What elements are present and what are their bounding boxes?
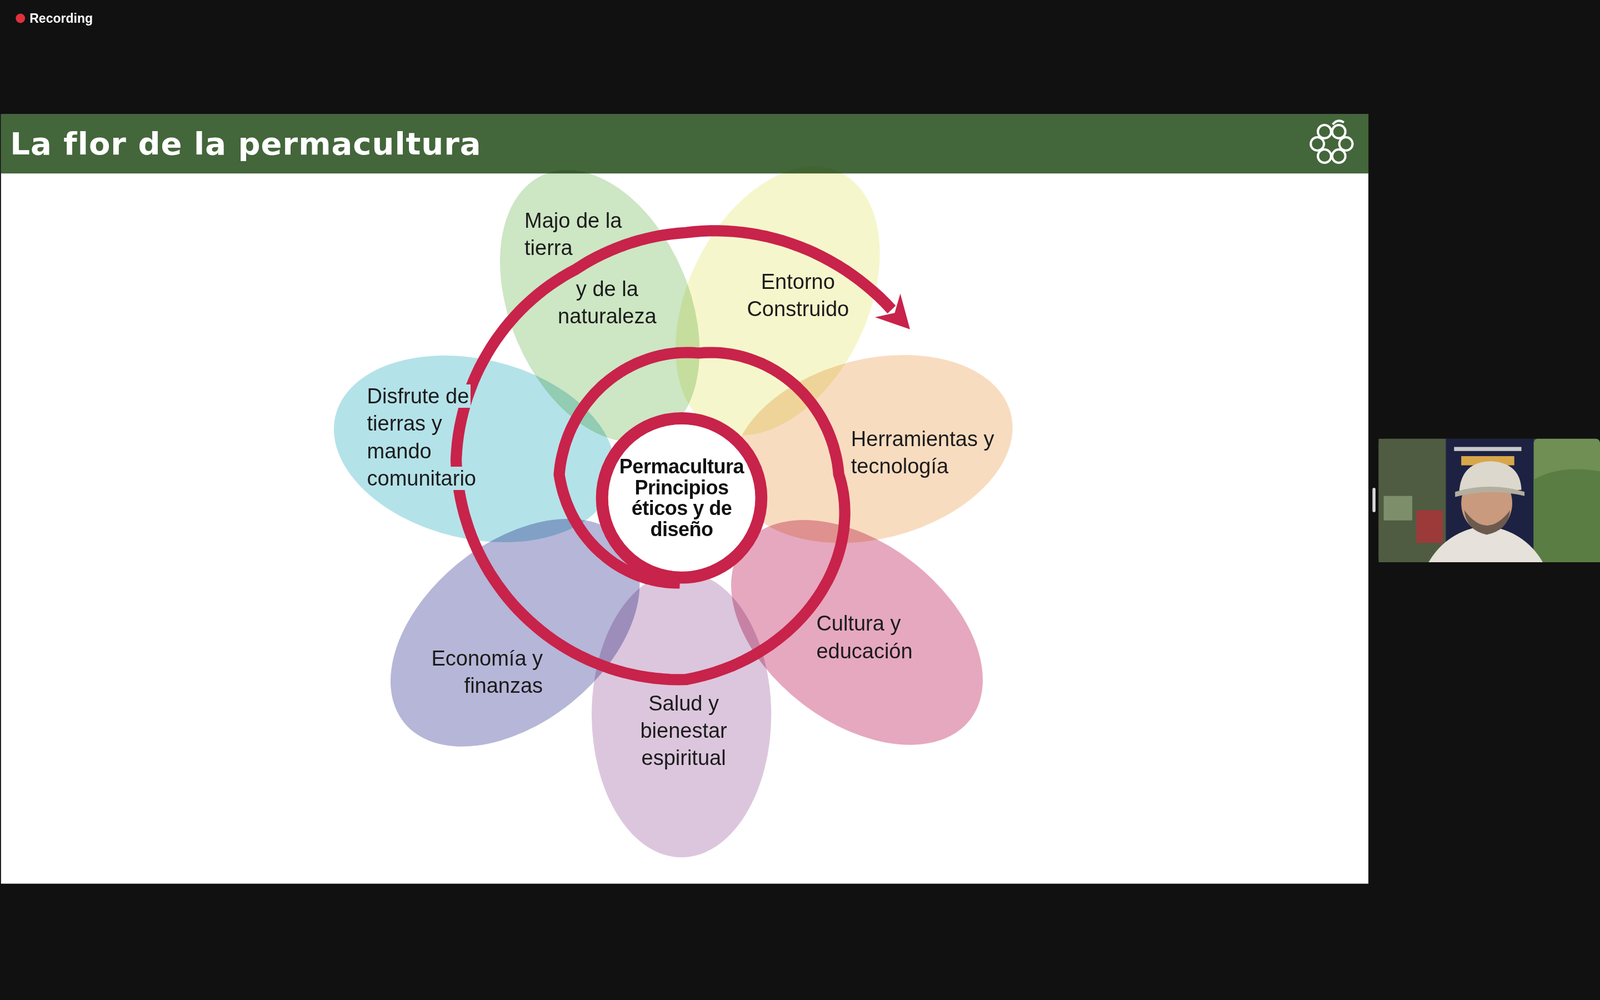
- petal-node: Salud y bienestar espiritual: [591, 571, 772, 858]
- petal-shape: [688, 474, 1025, 792]
- video-shape: [1383, 496, 1413, 521]
- petal-text-slot: Entorno Construido: [736, 268, 859, 324]
- petal-label: Cultura y educación: [816, 611, 913, 663]
- petal-shape: [634, 133, 922, 469]
- petal-text-slot: y de la naturaleza: [548, 275, 666, 331]
- video-ground: [1378, 438, 1600, 563]
- person-beard: [1464, 510, 1511, 535]
- petal-shape: [711, 326, 1034, 572]
- petal-label: Entorno Construido: [746, 270, 849, 321]
- slide-title: La flor de la permacultura: [10, 125, 482, 162]
- person-face: [1461, 473, 1513, 533]
- petal-node: Cultura y educación: [731, 520, 983, 745]
- poster-line: [1453, 446, 1522, 451]
- petal-text-slot: Cultura y educación: [816, 610, 939, 665]
- logo-tail: [1332, 120, 1344, 125]
- poster-line: [1461, 456, 1515, 466]
- petal-label: Herramientas y tecnología: [851, 427, 995, 478]
- petal-node: Herramientas y tecnología: [732, 355, 1013, 543]
- knot-logo: [1310, 120, 1353, 163]
- title-bar: [1, 114, 1369, 174]
- petal-shape: [347, 472, 683, 793]
- petal-shape: [591, 571, 772, 858]
- logo-loop: [1310, 137, 1324, 151]
- petal-node: Economía y finanzas: [390, 518, 640, 747]
- center-circle: Permacultura Principios éticos y de dise…: [608, 424, 755, 572]
- petal-outline: [390, 518, 640, 747]
- petal-shape: [315, 328, 635, 570]
- logo-loop: [1317, 149, 1332, 163]
- circle-fill: [608, 424, 755, 572]
- logo-loop: [1317, 125, 1332, 139]
- label-slot: Recording: [29, 8, 93, 29]
- petal-text-slot: Herramientas y tecnología: [851, 425, 1007, 481]
- slide-ground: [1, 114, 1369, 884]
- video-garden: [1378, 438, 1446, 563]
- center-text-slot: Permacultura Principios éticos y de dise…: [608, 424, 755, 572]
- logo-loop: [1332, 149, 1346, 163]
- petal-label: Salud y bienestar espiritual: [640, 691, 727, 770]
- petal-node: Disfrute de tierras y mando comunitario: [333, 355, 615, 543]
- scroll-handle: [1372, 487, 1376, 513]
- video-thumbnail: [1378, 438, 1600, 563]
- video-shape: [1416, 510, 1443, 543]
- logo-loop: [1339, 137, 1353, 151]
- logo-loop: [1332, 125, 1346, 139]
- spiral-arrowhead: [875, 293, 910, 329]
- petal-label: Disfrute de tierras y mando comunitario: [365, 384, 478, 490]
- inner-ring: [602, 418, 762, 578]
- person-cap: [1459, 461, 1522, 492]
- cap-brim: [1455, 486, 1525, 497]
- petal-text-slot: Salud y bienestar espiritual: [628, 690, 740, 773]
- petal-text-slot: Disfrute de tierras y mando comunitario: [365, 382, 485, 493]
- petal-node: Majo de la tierra y de la naturaleza: [500, 170, 700, 443]
- petal-node: Entorno Construido: [675, 166, 880, 436]
- petal-label: Economía y finanzas: [431, 646, 543, 698]
- petal-label: Majo de la tierra: [524, 208, 622, 260]
- petal-text-slot: Majo de la tierra: [524, 207, 647, 263]
- petal-text-slot: Economía y finanzas: [415, 645, 543, 700]
- petal-label: y de la naturaleza: [557, 277, 657, 328]
- center-text: Permacultura Principios éticos y de dise…: [615, 456, 749, 540]
- video-landscape: [1533, 438, 1600, 563]
- recording-label: Recording: [29, 11, 93, 27]
- title-slot: La flor de la permacultura: [10, 114, 482, 174]
- video-hill: [1533, 468, 1600, 563]
- recording-dot: [15, 13, 25, 24]
- video-poster: [1446, 438, 1534, 563]
- petal-shape: [461, 139, 739, 473]
- person-shirt: [1428, 525, 1543, 563]
